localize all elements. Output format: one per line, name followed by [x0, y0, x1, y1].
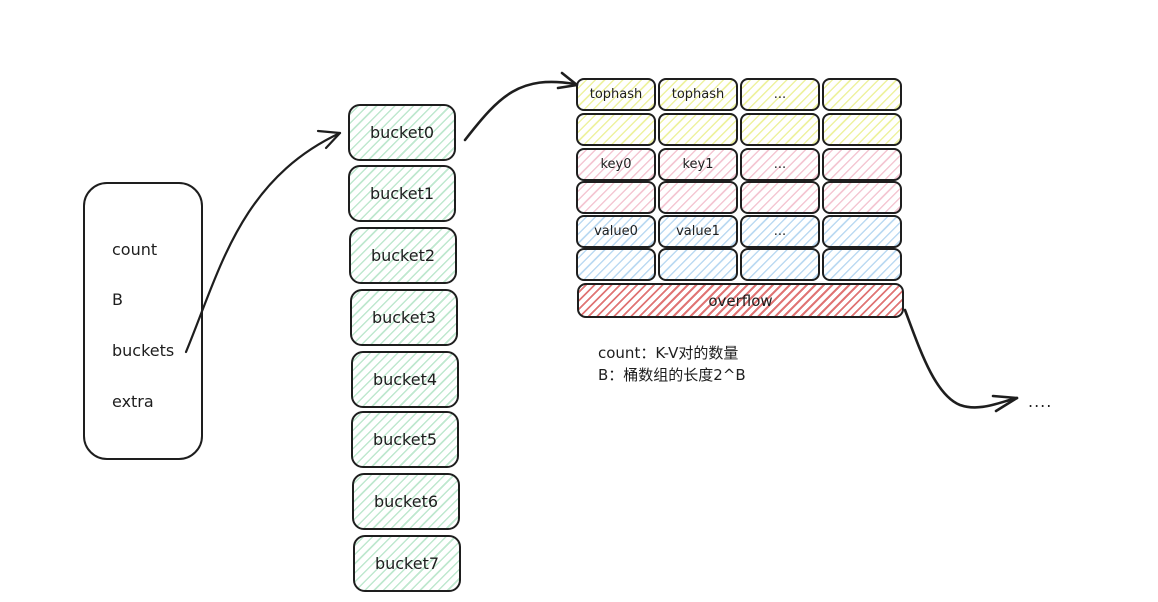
value-cell [658, 248, 738, 281]
tophash-cell [576, 113, 656, 146]
value-cell [822, 248, 902, 281]
key-cell [822, 181, 902, 214]
key-cell [658, 181, 738, 214]
hmap-field-b: B [112, 290, 123, 309]
note-count: count：K-V对的数量 [598, 344, 739, 362]
bucket-item: bucket3 [350, 289, 458, 346]
key-cell [740, 181, 820, 214]
hmap-struct-box: count B buckets extra [83, 182, 203, 460]
key-cell: key1 [658, 148, 738, 181]
arrow-bucket0-to-grid [463, 80, 577, 142]
arrowhead-icon [556, 71, 579, 90]
continuation-ellipsis: .... [1028, 392, 1053, 411]
tophash-cell: tophash [576, 78, 656, 111]
hmap-field-extra: extra [112, 392, 154, 411]
bucket-item: bucket4 [351, 351, 459, 408]
key-cell [576, 181, 656, 214]
hmap-field-buckets: buckets [112, 341, 175, 360]
tophash-cell [658, 113, 738, 146]
overflow-pointer: overflow [577, 283, 904, 318]
arrowhead-icon [991, 394, 1019, 413]
bucket-item: bucket6 [352, 473, 460, 530]
tophash-cell: ... [740, 78, 820, 111]
key-cell: ... [740, 148, 820, 181]
bucket-item: bucket2 [349, 227, 457, 284]
bucket-item: bucket1 [348, 165, 456, 222]
arrow-overflow-to-next [903, 308, 1019, 409]
key-cell: key0 [576, 148, 656, 181]
tophash-cell: tophash [658, 78, 738, 111]
bucket-item: bucket0 [348, 104, 456, 161]
value-cell: value1 [658, 215, 738, 248]
note-b: B：桶数组的长度2^B [598, 366, 746, 384]
value-cell: ... [740, 215, 820, 248]
bucket-item: bucket7 [353, 535, 461, 592]
value-cell [740, 248, 820, 281]
key-cell [822, 148, 902, 181]
tophash-cell [822, 78, 902, 111]
arrow-buckets-to-bucket0 [184, 131, 342, 354]
arrowhead-icon [316, 129, 342, 150]
value-cell [576, 248, 656, 281]
bucket-item: bucket5 [351, 411, 459, 468]
hmap-field-count: count [112, 240, 158, 259]
value-cell [822, 215, 902, 248]
tophash-cell [822, 113, 902, 146]
value-cell: value0 [576, 215, 656, 248]
tophash-cell [740, 113, 820, 146]
